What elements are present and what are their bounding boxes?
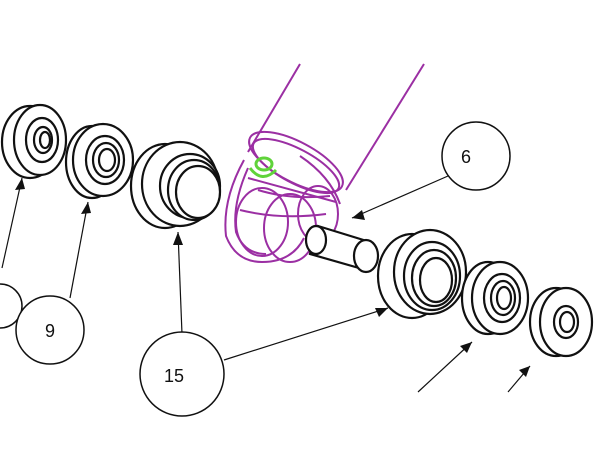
- bearing-right-inner: [460, 260, 530, 336]
- callout-15: 15: [139, 331, 225, 417]
- callout-9-label: 9: [45, 321, 55, 341]
- callout-partial: [0, 283, 23, 329]
- callout-6-label: 6: [461, 147, 471, 167]
- highlight-ring: [248, 156, 278, 178]
- callout-6: 6: [441, 121, 511, 191]
- bearing-cup-left: [129, 140, 222, 230]
- bushing: [304, 224, 380, 274]
- bearing-cup-right: [376, 228, 468, 320]
- callout-9: 9: [15, 295, 85, 365]
- fork-steerer-housing: [224, 63, 425, 264]
- bearing-right-outer: [528, 286, 594, 358]
- callout-15-label: 15: [164, 366, 184, 386]
- bearing-left-outer: [0, 103, 68, 180]
- arrowheads: [15, 178, 530, 377]
- bearing-left-inner: [64, 122, 135, 200]
